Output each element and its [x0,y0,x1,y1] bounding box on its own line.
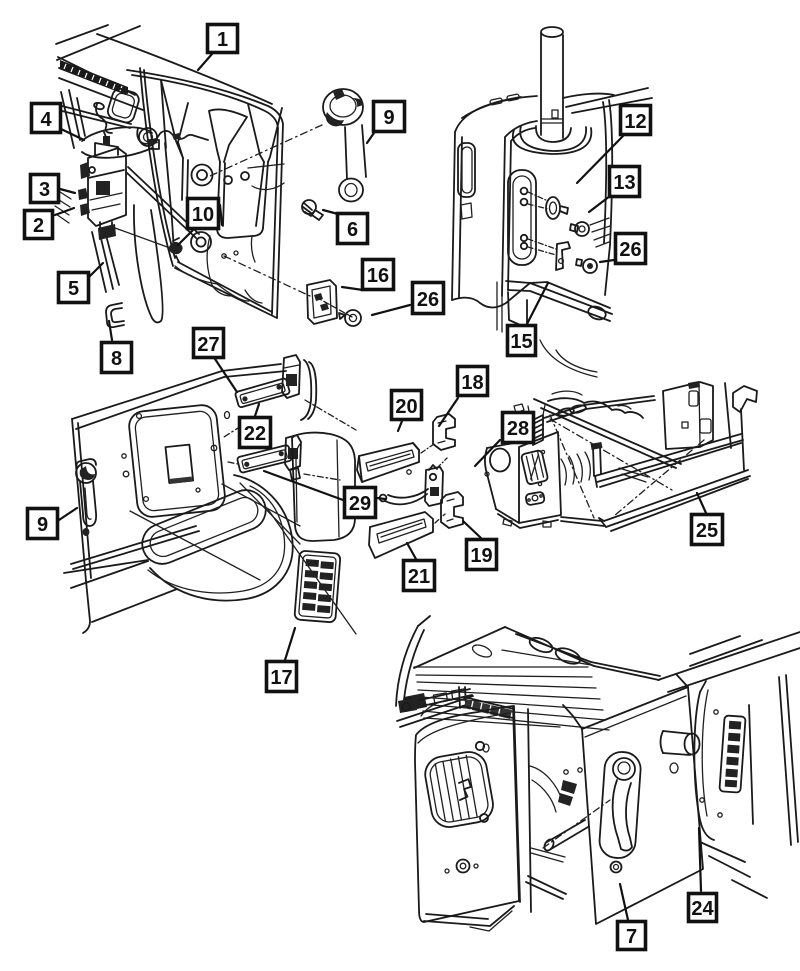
svg-text:1: 1 [217,29,228,51]
svg-text:28: 28 [507,418,529,440]
svg-text:13: 13 [613,172,635,194]
svg-text:22: 22 [244,423,266,445]
svg-text:9: 9 [383,107,394,129]
svg-text:21: 21 [408,566,430,588]
svg-text:24: 24 [691,898,714,920]
svg-text:12: 12 [624,111,646,133]
svg-text:27: 27 [197,334,219,356]
svg-text:6: 6 [347,219,358,241]
svg-text:19: 19 [470,545,492,567]
svg-text:10: 10 [192,204,214,226]
svg-text:5: 5 [68,278,79,300]
svg-text:8: 8 [111,348,122,370]
svg-text:25: 25 [696,520,718,542]
svg-text:17: 17 [270,667,292,689]
svg-text:7: 7 [626,926,637,948]
svg-text:26: 26 [619,239,641,261]
svg-text:2: 2 [33,215,44,237]
svg-text:4: 4 [40,109,52,131]
svg-text:3: 3 [39,179,50,201]
svg-text:15: 15 [510,331,532,353]
svg-text:9: 9 [37,514,48,536]
svg-text:26: 26 [417,289,439,311]
svg-text:20: 20 [395,396,417,418]
svg-text:18: 18 [461,372,483,394]
svg-text:16: 16 [367,265,389,287]
svg-text:29: 29 [349,493,371,515]
